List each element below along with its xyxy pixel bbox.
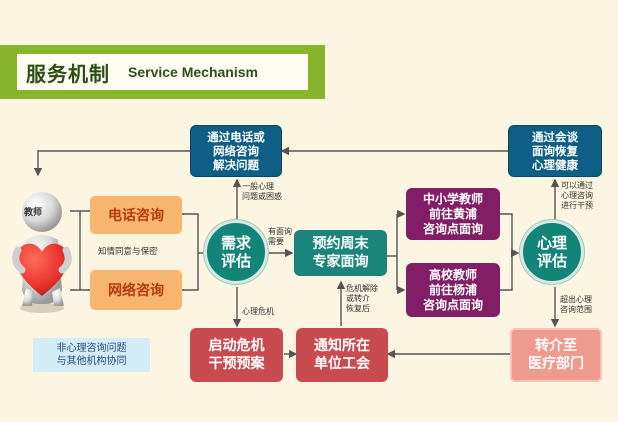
note-crisis: 心理危机 xyxy=(242,307,274,316)
primary-teachers-line-3: 咨询点面询 xyxy=(422,221,483,236)
refer-medical-line-2: 医疗部门 xyxy=(528,356,584,372)
crisis-intervention-line-1: 启动危机 xyxy=(208,338,265,354)
note-crisis-lifted-3: 恢复后 xyxy=(346,304,370,313)
header-title-en: Service Mechanism xyxy=(128,64,258,80)
note-beyond-scope-2: 咨询范围 xyxy=(560,305,592,314)
note-crisis-lifted: 危机解除 或转介 恢复后 xyxy=(346,284,378,314)
primary-teachers-line-2: 前往黄浦 xyxy=(428,206,477,221)
psych-assess-line-2: 评估 xyxy=(536,252,567,270)
note-need-face-1: 有面询 xyxy=(268,227,292,236)
note-can-resolve-3: 进行干预 xyxy=(561,201,593,210)
note-general-issue-2: 问题或困惑 xyxy=(242,192,282,201)
header-title-cn: 服务机制 xyxy=(26,61,110,86)
note-general-issue: 一般心理 问题或困惑 xyxy=(242,182,282,202)
notify-union-line-2: 单位工会 xyxy=(314,356,370,372)
resolve-line-2: 网络咨询 xyxy=(213,144,259,158)
college-teachers-line-1: 高校教师 xyxy=(428,267,477,282)
teacher-label: 教师 xyxy=(24,208,43,218)
note-can-resolve-2: 心理咨询 xyxy=(561,191,593,200)
heart-icon xyxy=(15,243,69,296)
note-can-resolve-1: 可以通过 xyxy=(561,181,593,190)
psych-assess-line-1: 心理 xyxy=(536,234,567,252)
primary-teachers-line-1: 中小学教师 xyxy=(422,191,483,206)
note-need-face: 有面询 需要 xyxy=(268,227,292,247)
header-title-box: 服务机制 Service Mechanism xyxy=(17,54,308,90)
phone-consult-label: 电话咨询 xyxy=(108,208,164,224)
figure-head xyxy=(22,192,62,232)
college-teachers-line-3: 咨询点面询 xyxy=(422,297,483,312)
note-informed-consent: 知情同意与保密 xyxy=(98,247,158,257)
crisis-intervention-line-2: 干预预案 xyxy=(208,356,265,372)
resolve-line-1: 通过电话或 xyxy=(207,130,265,144)
header-banner: 服务机制 Service Mechanism xyxy=(0,45,325,99)
need-assess-line-1: 需求 xyxy=(220,234,251,252)
crisis-intervention-box: 启动危机 干预预案 xyxy=(190,328,283,382)
weekend-visit-line-1: 预约周末 xyxy=(312,236,369,252)
note-crisis-lifted-2: 或转介 xyxy=(346,294,370,303)
non-psych-line-2: 与其他机构协同 xyxy=(56,356,127,367)
recover-line-3: 心理健康 xyxy=(532,158,578,172)
psych-assess-circle: 心理 评估 xyxy=(520,220,584,284)
line-consult-merge xyxy=(182,213,199,291)
note-beyond-scope: 超出心理 咨询范围 xyxy=(560,295,592,315)
resolve-line-3: 解决问题 xyxy=(213,158,259,172)
note-can-resolve: 可以通过 心理咨询 进行干预 xyxy=(561,181,593,211)
need-assess-circle: 需求 评估 xyxy=(204,220,268,284)
resolve-by-consult-box: 通过电话或 网络咨询 解决问题 xyxy=(190,125,282,177)
notify-union-line-1: 通知所在 xyxy=(314,338,370,354)
non-psych-box: 非心理咨询问题 与其他机构协同 xyxy=(33,338,150,372)
line-resolve-to-teacher xyxy=(33,150,190,177)
online-consult-label: 网络咨询 xyxy=(108,283,164,299)
primary-teachers-box: 中小学教师 前往黄浦 咨询点面询 xyxy=(406,188,500,240)
recover-health-box: 通过会谈 面询恢复 心理健康 xyxy=(508,125,602,177)
note-general-issue-1: 一般心理 xyxy=(242,182,274,191)
note-crisis-lifted-1: 危机解除 xyxy=(346,284,378,293)
weekend-visit-line-2: 专家面询 xyxy=(312,254,369,270)
college-teachers-line-2: 前往杨浦 xyxy=(428,282,477,297)
note-need-face-2: 需要 xyxy=(268,237,284,246)
weekend-visit-box: 预约周末 专家面询 xyxy=(294,230,387,276)
online-consult-box: 网络咨询 xyxy=(90,270,182,310)
refer-medical-line-1: 转介至 xyxy=(535,338,577,354)
notify-union-box: 通知所在 单位工会 xyxy=(296,328,388,382)
refer-medical-box: 转介至 医疗部门 xyxy=(510,328,602,382)
non-psych-line-1: 非心理咨询问题 xyxy=(56,343,127,354)
recover-line-1: 通过会谈 xyxy=(532,130,578,144)
recover-line-2: 面询恢复 xyxy=(532,144,578,158)
phone-consult-box: 电话咨询 xyxy=(90,196,182,234)
note-beyond-scope-1: 超出心理 xyxy=(560,295,592,304)
need-assess-line-2: 评估 xyxy=(220,252,251,270)
college-teachers-box: 高校教师 前往杨浦 咨询点面询 xyxy=(406,263,500,317)
teacher-figure xyxy=(12,192,72,313)
